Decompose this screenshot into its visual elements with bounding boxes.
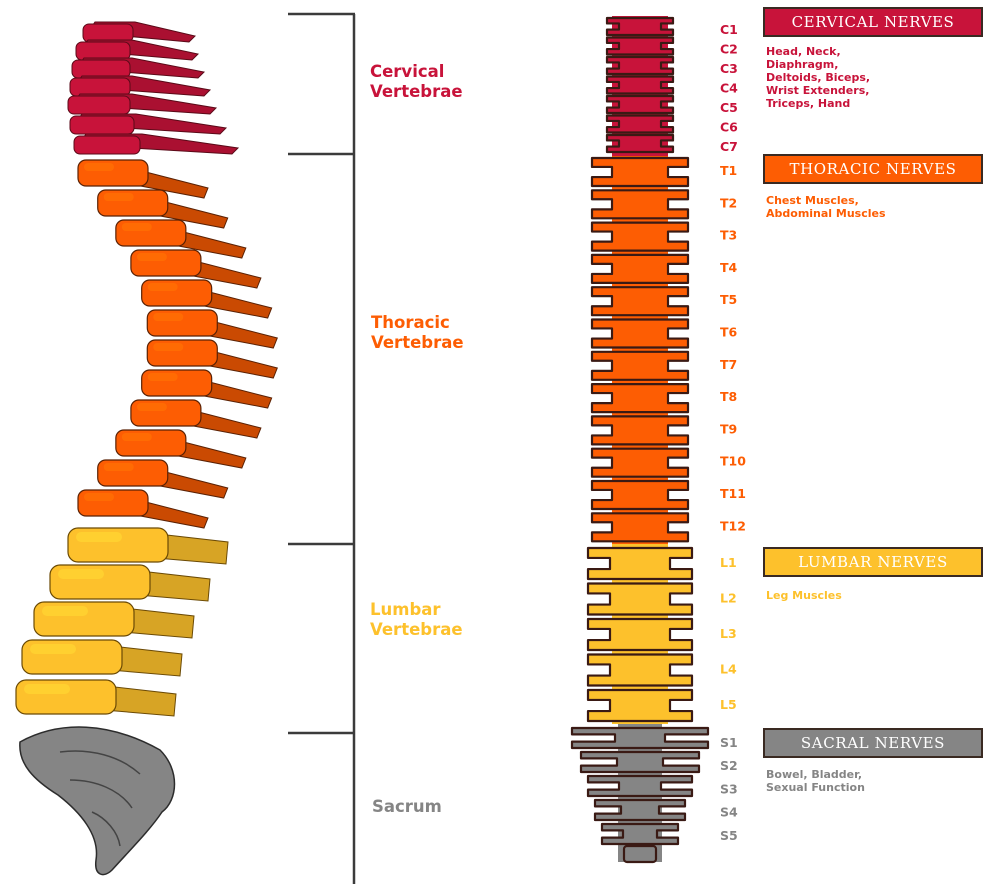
side-cervical-vertebra <box>72 58 204 78</box>
nerve-function-text: Leg Muscles <box>766 589 842 602</box>
region-labels: CervicalVertebraeThoracicVertebraeLumbar… <box>370 62 464 816</box>
nerve-panel-lumbar: LUMBAR NERVES Leg Muscles <box>764 548 982 602</box>
side-lumbar-vertebra <box>50 565 210 601</box>
region-label-sacral: Sacrum <box>372 797 442 816</box>
side-thoracic-vertebra <box>78 490 208 528</box>
region-label-cervical: Vertebrae <box>370 82 463 101</box>
thoracic-vertebra-segment <box>592 190 688 218</box>
level-label-t6: T6 <box>720 325 738 340</box>
level-label-s2: S2 <box>720 758 738 773</box>
thoracic-vertebra-segment <box>592 352 688 380</box>
region-label-thoracic: Thoracic <box>371 313 450 332</box>
region-label-cervical: Cervical <box>370 62 444 81</box>
level-label-l2: L2 <box>720 591 737 606</box>
side-cervical-vertebra <box>70 76 210 96</box>
region-label-lumbar: Lumbar <box>370 600 441 619</box>
region-label-lumbar: Vertebrae <box>370 620 463 639</box>
level-label-c2: C2 <box>720 42 738 57</box>
level-label-t11: T11 <box>720 486 746 501</box>
nerve-function-text: Chest Muscles, <box>766 194 859 207</box>
nerve-group-panels: CERVICAL NERVES Head, Neck,Diaphragm,Delt… <box>764 8 982 794</box>
nerve-panel-title-lumbar: LUMBAR NERVES <box>798 553 948 571</box>
nerve-panel-title-thoracic: THORACIC NERVES <box>789 160 956 178</box>
nerve-panel-title-sacral: SACRAL NERVES <box>801 734 945 752</box>
sacral-vertebra-segment <box>572 728 708 748</box>
sacral-vertebra-segment <box>588 776 692 796</box>
level-label-t12: T12 <box>720 518 746 533</box>
side-cervical-vertebra <box>70 114 226 134</box>
nerve-function-text: Wrist Extenders, <box>766 84 869 97</box>
level-label-t5: T5 <box>720 292 737 307</box>
side-lumbar-vertebra <box>16 680 176 716</box>
level-label-t9: T9 <box>720 421 737 436</box>
nerve-function-text: Sexual Function <box>766 781 865 794</box>
nerve-function-text: Deltoids, Biceps, <box>766 71 870 84</box>
level-label-s1: S1 <box>720 735 738 750</box>
nerve-function-text: Bowel, Bladder, <box>766 768 862 781</box>
level-label-c1: C1 <box>720 22 738 37</box>
nerve-panel-title-cervical: CERVICAL NERVES <box>792 13 955 31</box>
level-label-l1: L1 <box>720 555 737 570</box>
thoracic-vertebra-segment <box>592 158 688 186</box>
level-label-t4: T4 <box>720 260 738 275</box>
nerve-panel-cervical: CERVICAL NERVES Head, Neck,Diaphragm,Delt… <box>764 8 982 110</box>
lumbar-vertebra-segment <box>588 584 692 615</box>
nerve-panel-thoracic: THORACIC NERVES Chest Muscles,Abdominal M… <box>764 155 982 220</box>
level-label-t1: T1 <box>720 163 737 178</box>
side-cervical-vertebra <box>76 40 198 60</box>
level-label-t7: T7 <box>720 357 737 372</box>
thoracic-vertebra-segment <box>592 255 688 283</box>
thoracic-vertebra-segment <box>592 449 688 477</box>
side-cervical-vertebra <box>83 22 195 42</box>
sacral-vertebra-segment <box>602 824 678 844</box>
level-label-t3: T3 <box>720 228 737 243</box>
lumbar-vertebra-segment <box>588 619 692 650</box>
side-sacrum <box>20 727 175 875</box>
thoracic-vertebra-segment <box>592 513 688 541</box>
thoracic-vertebra-segment <box>592 287 688 315</box>
level-label-c7: C7 <box>720 139 738 154</box>
side-lumbar-vertebra <box>22 640 182 676</box>
sacral-vertebra-segment <box>581 752 699 772</box>
nerve-panel-sacral: SACRAL NERVES Bowel, Bladder,Sexual Funct… <box>764 729 982 794</box>
level-label-c3: C3 <box>720 61 738 76</box>
side-view-spine <box>16 22 277 875</box>
thoracic-vertebra-segment <box>592 320 688 348</box>
thoracic-vertebra-segment <box>592 481 688 509</box>
side-lumbar-vertebra <box>34 602 194 638</box>
sacral-vertebra-segment <box>595 800 685 820</box>
level-label-t2: T2 <box>720 195 737 210</box>
nerve-function-text: Diaphragm, <box>766 58 838 71</box>
coccyx-tip <box>624 846 656 862</box>
level-label-s3: S3 <box>720 781 738 796</box>
region-label-thoracic: Vertebrae <box>371 333 464 352</box>
side-cervical-vertebra <box>74 134 238 154</box>
level-label-l5: L5 <box>720 697 737 712</box>
level-label-t8: T8 <box>720 389 737 404</box>
schematic-spinal-column <box>572 16 708 862</box>
level-label-l3: L3 <box>720 626 737 641</box>
region-bracket <box>288 14 355 884</box>
lumbar-vertebra-segment <box>588 690 692 721</box>
level-label-s4: S4 <box>720 805 738 820</box>
nerve-function-text: Abdominal Muscles <box>766 207 886 220</box>
level-label-s5: S5 <box>720 828 738 843</box>
level-label-t10: T10 <box>720 454 746 469</box>
lumbar-vertebra-segment <box>588 548 692 579</box>
side-lumbar-vertebra <box>68 528 228 564</box>
level-label-c5: C5 <box>720 100 738 115</box>
vertebra-level-labels: C1C2C3C4C5C6C7T1T2T3T4T5T6T7T8T9T10T11T1… <box>720 22 746 843</box>
nerve-function-text: Triceps, Hand <box>766 97 850 110</box>
thoracic-vertebra-segment <box>592 384 688 412</box>
nerve-function-text: Head, Neck, <box>766 45 841 58</box>
level-label-c4: C4 <box>720 81 738 96</box>
thoracic-vertebra-segment <box>592 416 688 444</box>
side-cervical-vertebra <box>68 94 216 114</box>
level-label-l4: L4 <box>720 662 737 677</box>
level-label-c6: C6 <box>720 120 738 135</box>
thoracic-vertebra-segment <box>592 223 688 251</box>
lumbar-vertebra-segment <box>588 655 692 686</box>
